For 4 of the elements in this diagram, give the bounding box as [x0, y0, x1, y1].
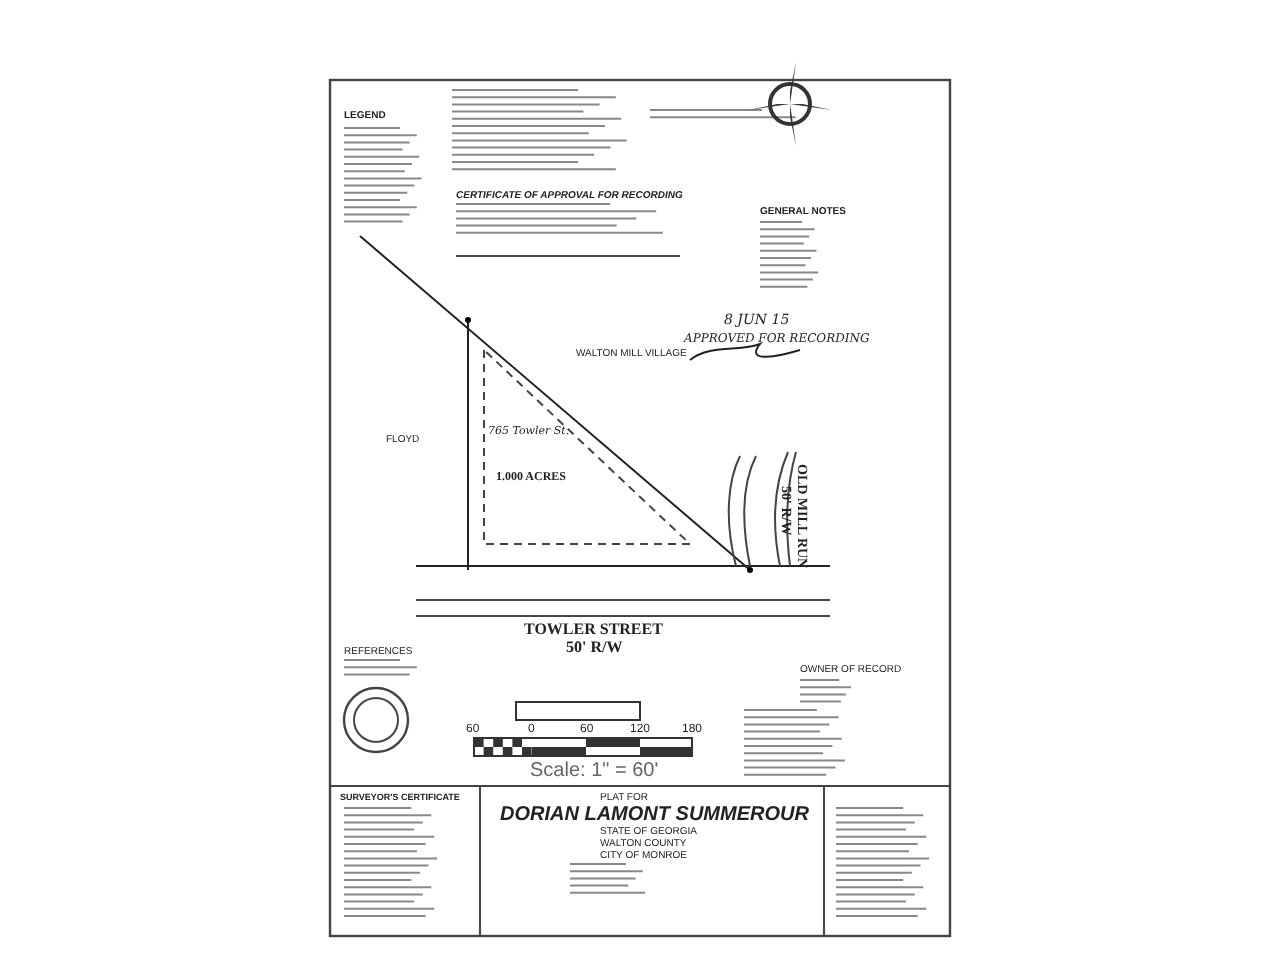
scale-label: Scale: 1" = 60': [530, 762, 659, 782]
street-name: TOWLER STREET: [524, 622, 663, 638]
client-name: DORIAN LAMONT SUMMEROUR: [500, 806, 809, 826]
right-of-way-label: 50' R/W: [566, 640, 623, 656]
